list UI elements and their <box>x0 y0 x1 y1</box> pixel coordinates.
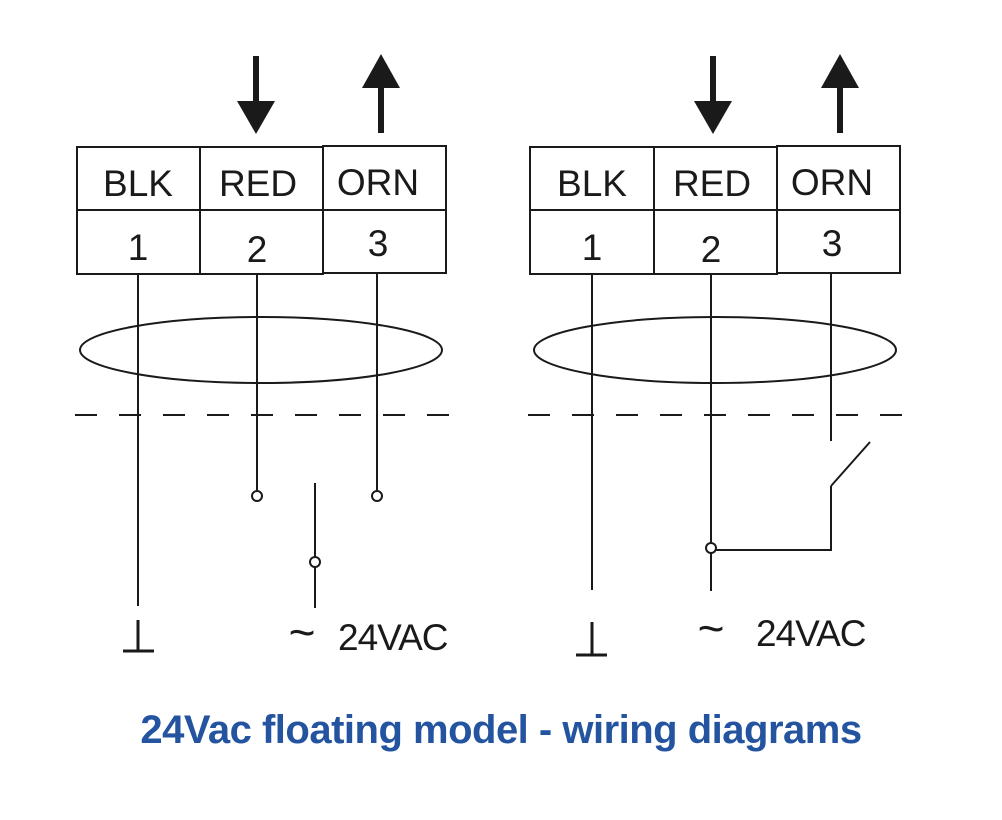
switch-pivot <box>309 556 321 568</box>
supply-voltage-label: 24VAC <box>338 617 448 658</box>
terminal-number-2: 2 <box>701 229 722 270</box>
ac-symbol-icon: ~ <box>698 602 725 654</box>
terminal-number-1: 1 <box>128 227 149 268</box>
terminal-label-orn: ORN <box>791 162 873 203</box>
terminal-number-3: 3 <box>368 223 389 264</box>
terminal-label-blk: BLK <box>103 163 173 204</box>
terminal-number-cell <box>322 209 447 274</box>
terminal-label-red: RED <box>219 163 297 204</box>
terminal-number-cell <box>776 209 901 274</box>
terminal-block <box>76 145 447 275</box>
terminal-label-red: RED <box>673 163 751 204</box>
terminal-number-2: 2 <box>247 229 268 270</box>
cable-bundle <box>79 316 443 384</box>
arrow-down-icon <box>694 56 732 134</box>
ac-symbol-icon: ~ <box>289 606 316 658</box>
switch-return-wire <box>716 486 832 551</box>
switch-blade <box>830 441 871 487</box>
contact-terminal <box>251 490 263 502</box>
terminal-label-orn: ORN <box>337 162 419 203</box>
figure-caption: 24Vac floating model - wiring diagrams <box>140 708 862 752</box>
left-diagram <box>75 54 450 653</box>
junction-terminal <box>705 542 717 554</box>
ground-icon <box>123 620 154 653</box>
arrow-up-icon <box>821 54 859 133</box>
arrow-down-icon <box>237 56 275 134</box>
ground-icon <box>576 622 607 657</box>
right-diagram <box>528 54 905 657</box>
terminal-label-blk: BLK <box>557 163 627 204</box>
terminal-block <box>529 145 901 275</box>
supply-voltage-label: 24VAC <box>756 613 866 654</box>
terminal-number-1: 1 <box>582 227 603 268</box>
cable-bundle <box>533 316 897 384</box>
contact-terminal <box>371 490 383 502</box>
terminal-number-3: 3 <box>822 223 843 264</box>
arrow-up-icon <box>362 54 400 133</box>
